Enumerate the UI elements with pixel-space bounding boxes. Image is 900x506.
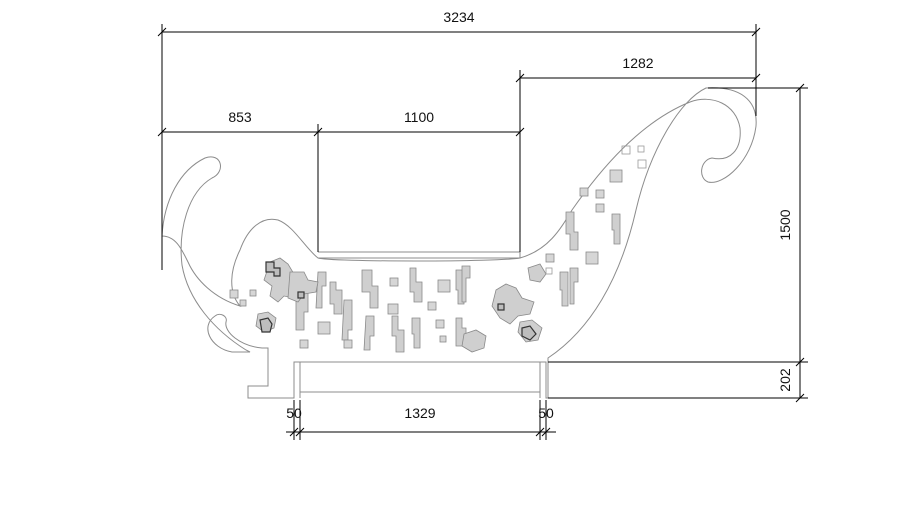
middle-opening-label: 1100	[404, 109, 434, 125]
height-base-label: 202	[777, 368, 793, 392]
base-length-label: 1329	[404, 405, 435, 421]
dimension-right-offset: 1282	[515, 55, 761, 252]
dimension-height-base: 202	[548, 362, 808, 403]
decorative-pattern	[229, 145, 647, 353]
dimension-height-main: 1500	[548, 83, 808, 367]
sleigh-body-outline	[161, 87, 757, 399]
right-offset-label: 1282	[622, 55, 653, 71]
height-main-label: 1500	[777, 209, 793, 240]
dimension-base-length: 50 1329 50	[286, 400, 556, 440]
base-right-margin-label: 50	[538, 405, 554, 421]
overall-width-label: 3234	[443, 9, 474, 25]
base-runner-panel	[299, 361, 541, 393]
left-offset-label: 853	[228, 109, 252, 125]
base-left-margin-label: 50	[286, 405, 302, 421]
dimension-middle-opening: 1100	[318, 109, 525, 137]
dimension-overall-width: 3234	[157, 9, 761, 270]
